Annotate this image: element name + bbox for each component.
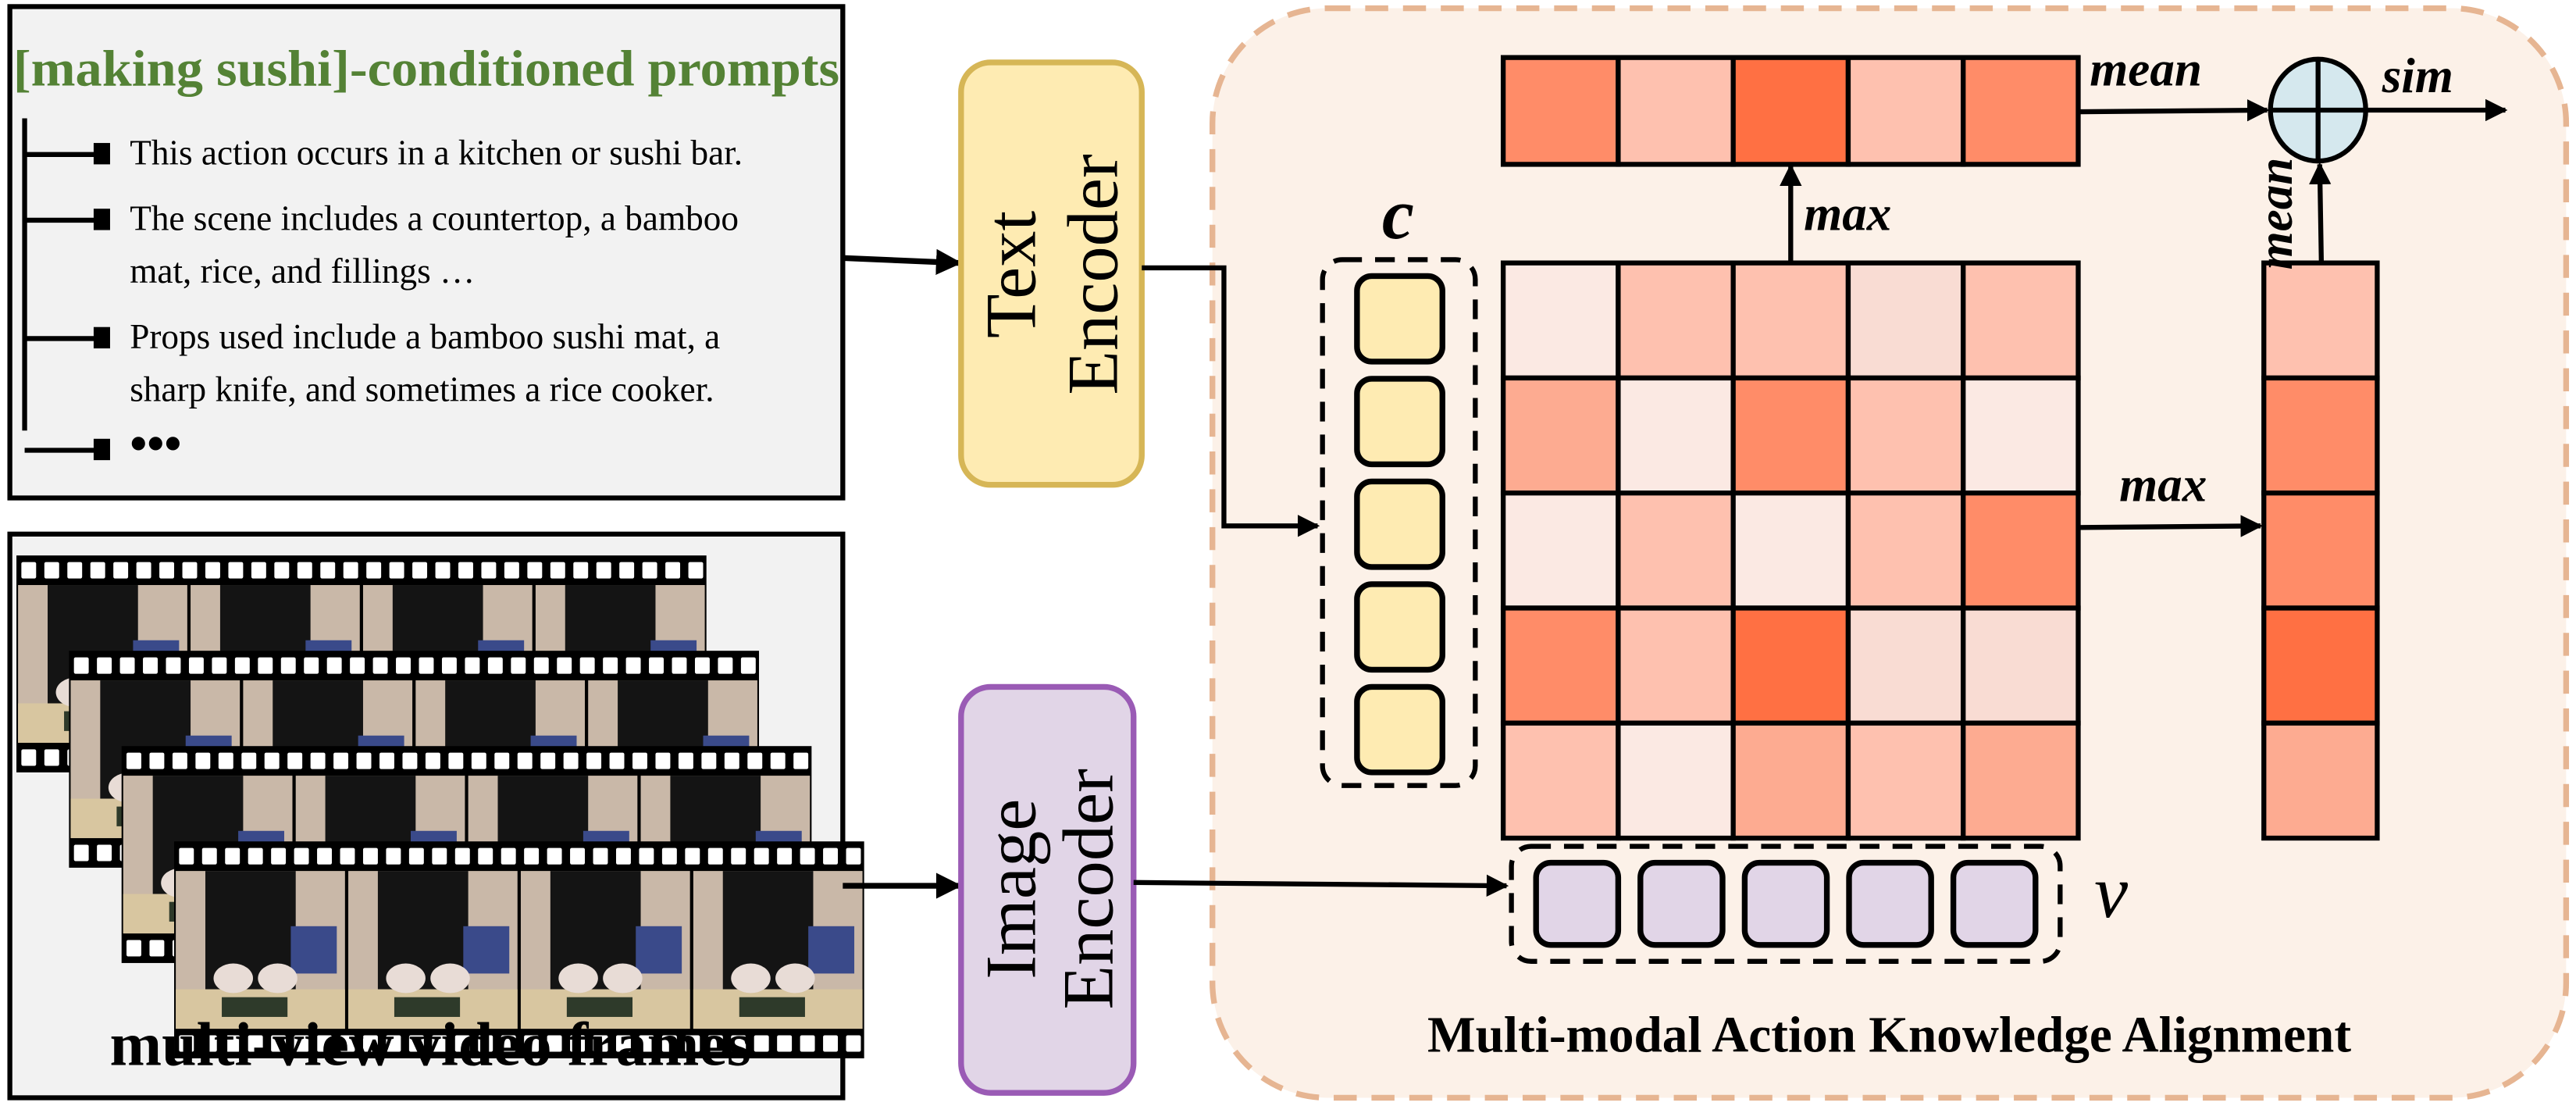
matrix-cell [1845, 491, 1966, 611]
matrix-cell [1500, 720, 1621, 841]
video-frame [520, 871, 690, 1029]
column-cell [2261, 260, 2380, 381]
max-top-label: max [1804, 187, 1891, 241]
sum-operator-icon [2268, 56, 2368, 164]
matrix-cell [1730, 260, 1851, 381]
text-encoder-label-1: Text [971, 211, 1051, 338]
similarity-matrix [1500, 260, 2081, 841]
bullet-square-icon [93, 143, 110, 165]
matrix-cell [1730, 720, 1851, 841]
c-vector-cell [1354, 478, 1445, 570]
c-label: c [1382, 175, 1414, 255]
mean-side-label: mean [2248, 158, 2303, 270]
prompt-item-text: mat, rice, and fillings … [130, 252, 475, 291]
prompt-title: [making sushi]-conditioned prompts [13, 41, 839, 97]
matrix-cell [1845, 720, 1966, 841]
prompt-item-text: sharp knife, and sometimes a rice cooker… [130, 369, 714, 409]
v-vector-cell [1950, 859, 2039, 948]
video-frame [693, 871, 863, 1029]
matrix-cell [1500, 491, 1621, 611]
column-cell [2261, 491, 2380, 611]
matrix-cell [1616, 720, 1736, 841]
bullet-square-icon [93, 326, 110, 349]
matrix-cell [1616, 260, 1736, 381]
arrow-text-encoder-to-c [1142, 265, 1320, 537]
sim-label: sim [2382, 48, 2453, 103]
c-vector-cell [1354, 683, 1445, 776]
row-cell [1961, 55, 2081, 167]
matrix-cell [1961, 260, 2081, 381]
prompt-item: This action occurs in a kitchen or sushi… [24, 133, 743, 172]
matrix-cell [1730, 605, 1851, 726]
video-filmstrips [16, 555, 864, 1058]
c-vector-cell [1354, 376, 1445, 468]
video-caption: multi-view video frames [110, 1010, 751, 1079]
prompt-item-text: Props used include a bamboo sushi mat, a [130, 317, 720, 356]
matrix-cell [1845, 605, 1966, 726]
matrix-cell [1961, 375, 2081, 496]
matrix-cell [1616, 375, 1736, 496]
matrix-cell [1500, 605, 1621, 726]
column-cell [2261, 720, 2380, 841]
text-encoder-label-2: Encoder [1054, 154, 1134, 395]
filmstrip [174, 841, 864, 1058]
matrix-cell [1500, 375, 1621, 496]
v-vector-cell [1637, 859, 1726, 948]
matrix-cell [1500, 260, 1621, 381]
row-cell [1500, 55, 1621, 167]
prompt-item-text: The scene includes a countertop, a bambo… [130, 199, 739, 238]
matrix-cell [1845, 260, 1966, 381]
column-cell [2261, 605, 2380, 726]
matrix-cell [1730, 375, 1851, 496]
prompt-item: Props used include a bamboo sushi mat, a… [24, 317, 720, 409]
prompt-item: The scene includes a countertop, a bambo… [24, 199, 739, 291]
bullet-square-icon [93, 438, 110, 461]
matrix-cell [1730, 491, 1851, 611]
video-frame [348, 871, 518, 1029]
prompt-panel: [making sushi]-conditioned prompts This … [7, 4, 846, 501]
prompt-item-text: This action occurs in a kitchen or sushi… [130, 133, 743, 172]
v-vector-cell [1533, 859, 1622, 948]
v-label: v [2094, 850, 2128, 933]
video-panel: multi-view video frames [7, 531, 864, 1101]
c-vector-cell [1354, 581, 1445, 673]
matrix-cell [1616, 605, 1736, 726]
row-cell [1616, 55, 1736, 167]
mean-top-label: mean [2090, 41, 2202, 96]
image-encoder: Image Encoder [958, 683, 1137, 1096]
matrix-cell [1845, 375, 1966, 496]
prompt-item: ••• [24, 416, 182, 471]
v-vector-box [1509, 844, 2063, 964]
column-cell [2261, 375, 2380, 496]
arrow-mean-right [2078, 99, 2270, 122]
c-vector-cell [1354, 273, 1445, 365]
image-encoder-label-1: Image [971, 799, 1051, 979]
matrix-cell [1961, 605, 2081, 726]
image-encoder-label-2: Encoder [1049, 769, 1128, 1010]
max-pooled-row [1500, 55, 2081, 167]
matrix-cell [1616, 491, 1736, 611]
v-vector-cell [1741, 859, 1830, 948]
row-cell [1845, 55, 1966, 167]
matrix-cell [1961, 720, 2081, 841]
arrow-mean-up [2309, 162, 2332, 263]
prompt-item-text: ••• [130, 416, 181, 471]
v-vector-cell [1846, 859, 1934, 948]
matrix-cell [1961, 491, 2081, 611]
arrow-prompts-to-text-encoder [843, 248, 963, 275]
alignment-title: Multi-modal Action Knowledge Alignment [1427, 1008, 2351, 1064]
video-frame [176, 871, 345, 1029]
bullet-square-icon [93, 209, 110, 230]
text-encoder: Text Encoder [958, 59, 1145, 488]
max-pooled-column [2261, 260, 2380, 841]
arrow-image-encoder-to-v [1133, 874, 1509, 897]
arrow-max-right [2078, 515, 2263, 537]
row-cell [1730, 55, 1851, 167]
max-right-label: max [2119, 458, 2207, 512]
